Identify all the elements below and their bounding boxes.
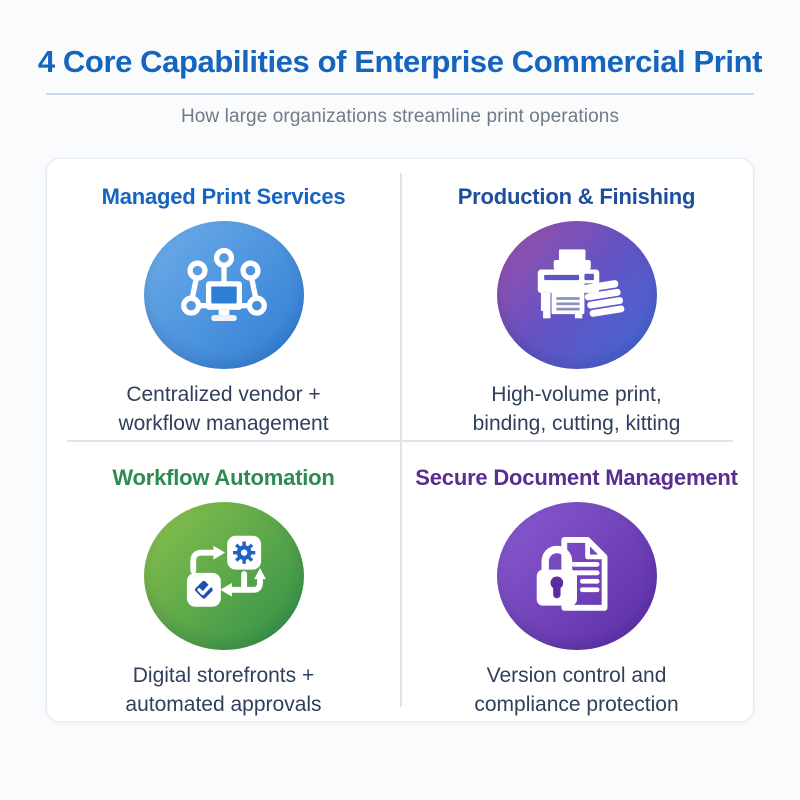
icon-circle (143, 221, 304, 369)
quadrant-managed-print-services: Managed Print Services (47, 159, 400, 440)
icon-circle (496, 221, 657, 369)
quadrant-description: Digital storefronts + automated approval… (125, 661, 321, 720)
description-line: Centralized vendor + (126, 383, 321, 406)
quadrant-description: Version control and compliance protectio… (474, 661, 678, 720)
quadrant-description: Centralized vendor + workflow management (118, 380, 328, 439)
production-printer-icon (537, 249, 624, 319)
quadrant-grid: Managed Print Services (47, 159, 753, 721)
quadrant-production-finishing: Production & Finishing (400, 159, 753, 440)
quadrant-secure-document-management: Secure Document Management (400, 440, 753, 721)
title-divider (46, 92, 754, 95)
quadrant-title: Secure Document Management (415, 465, 738, 490)
icon-circle (143, 502, 304, 650)
capabilities-card: Managed Print Services (46, 158, 754, 722)
quadrant-title: Production & Finishing (457, 184, 696, 209)
description-line: High-volume print, (491, 383, 662, 406)
description-line: automated approvals (125, 693, 322, 717)
quadrant-description: High-volume print, binding, cutting, kit… (473, 380, 681, 439)
horizontal-divider (67, 440, 733, 442)
icon-circle (496, 502, 657, 650)
page-subtitle: How large organizations streamline print… (180, 105, 620, 127)
description-line: Version control and (486, 664, 667, 687)
header: 4 Core Capabilities of Enterprise Commer… (0, 0, 800, 128)
description-line: compliance protection (474, 693, 679, 717)
quadrant-title: Managed Print Services (101, 184, 346, 209)
description-line: binding, cutting, kitting (472, 412, 681, 436)
page-title-primary: 4 Core Capabilities (37, 44, 310, 79)
description-line: Digital storefronts + (132, 664, 315, 687)
quadrant-workflow-automation: Workflow Automation (47, 440, 400, 721)
page-title-secondary: of Enterprise Commercial Print (309, 44, 763, 79)
workflow-automation-icon (186, 535, 266, 607)
secure-document-lock-icon (536, 537, 607, 611)
network-monitor-icon (180, 247, 267, 321)
page-title: 4 Core Capabilities of Enterprise Commer… (0, 44, 800, 80)
description-line: workflow management (118, 412, 329, 436)
quadrant-title: Workflow Automation (112, 465, 335, 490)
